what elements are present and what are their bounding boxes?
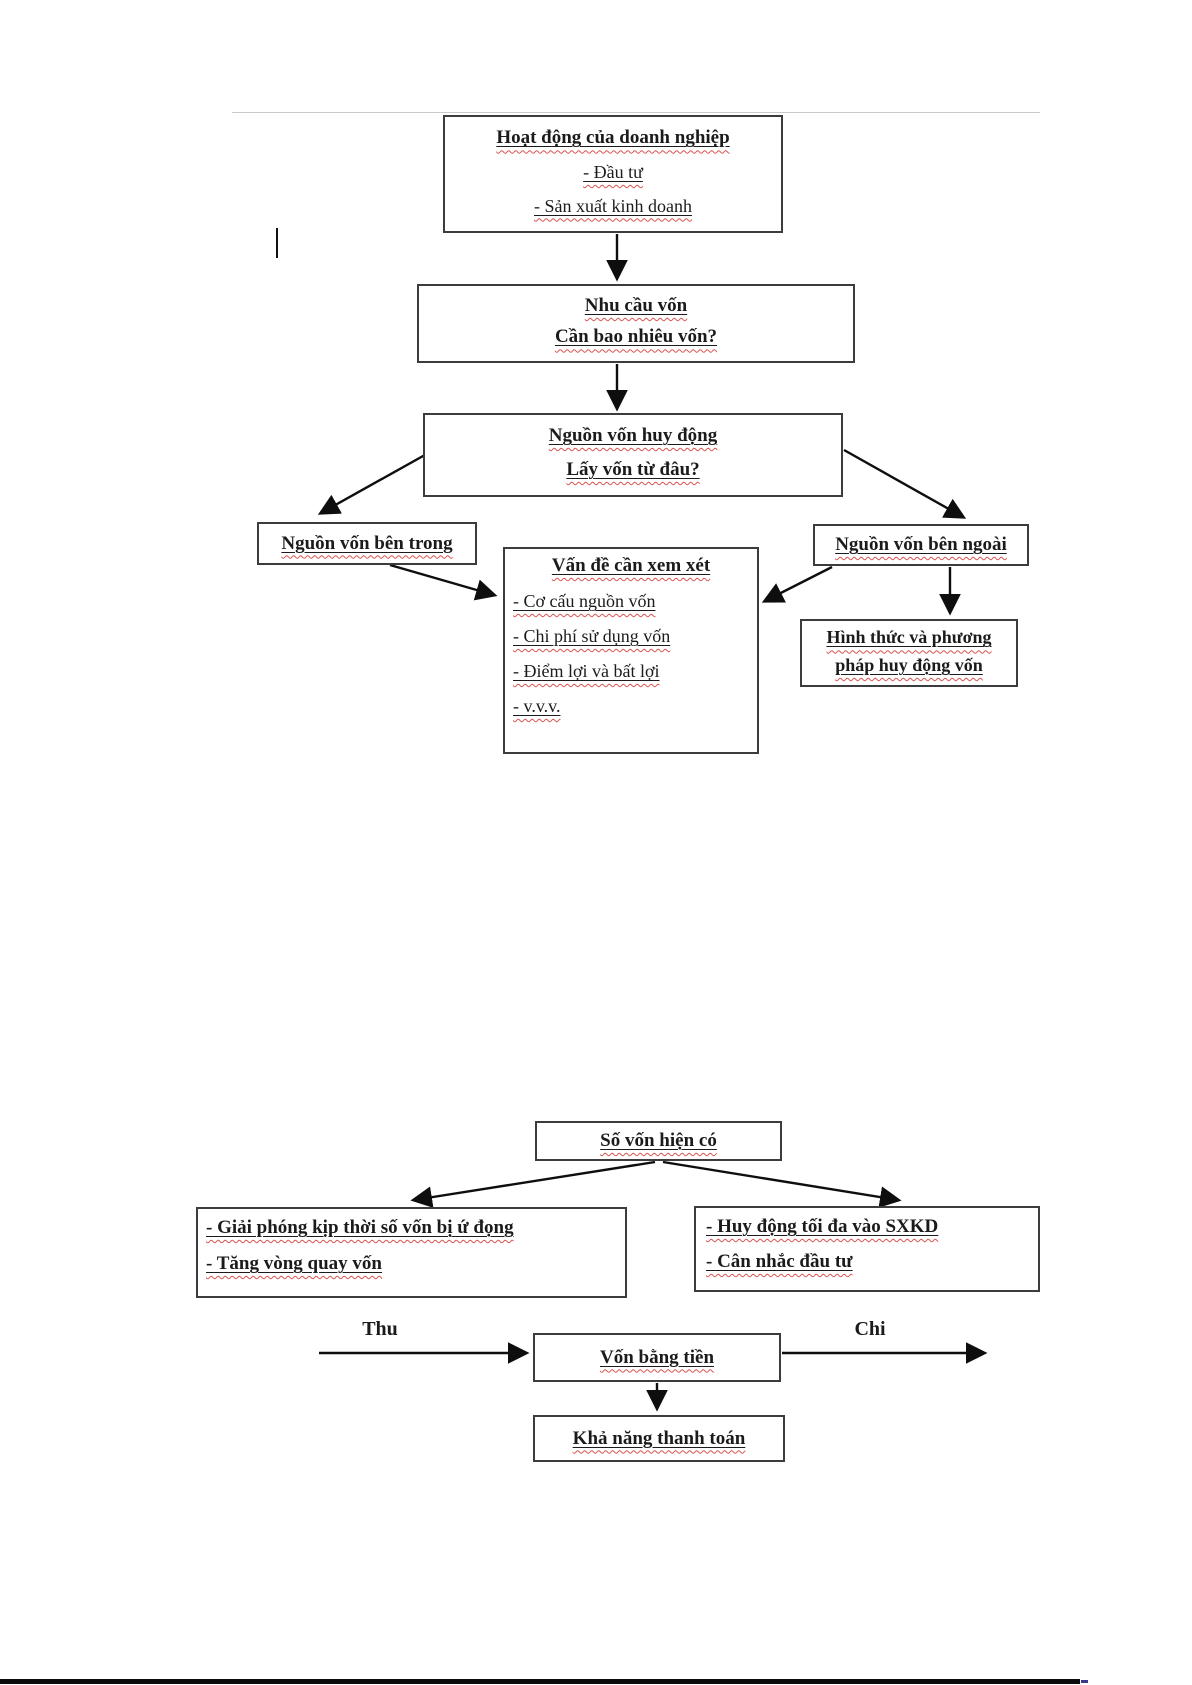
box-liquidity: Khả năng thanh toán <box>533 1415 785 1462</box>
box-cash-capital: Vốn bằng tiền <box>533 1333 781 1382</box>
box-release-capital-item: - Tăng vòng quay vốn <box>206 1253 382 1274</box>
box-mobilization-methods: Hình thức và phương pháp huy động vốn <box>800 619 1018 687</box>
label-outflow: Chi <box>854 1318 886 1340</box>
bottom-edge-bar <box>0 1679 1080 1684</box>
text-cursor <box>276 228 278 258</box>
box-available-capital: Số vốn hiện có <box>535 1121 782 1161</box>
box-capital-source: Nguồn vốn huy động Lấy vốn từ đâu? <box>423 413 843 497</box>
box-capital-need: Nhu cầu vốn Cần bao nhiêu vốn? <box>417 284 855 363</box>
box-external-source: Nguồn vốn bên ngoài <box>813 524 1029 566</box>
box-mobilize-max: - Huy động tối đa vào SXKD - Cân nhắc đầ… <box>694 1206 1040 1292</box>
box-capital-source-title: Nguồn vốn huy động <box>548 425 718 446</box>
box-release-capital-item: - Giải phóng kịp thời số vốn bị ứ đọng <box>206 1217 514 1238</box>
box-issues-item: - Cơ cấu nguồn vốn <box>513 591 656 611</box>
box-capital-need-question: Cần bao nhiêu vốn? <box>554 326 718 348</box>
box-business-activity-item: - Đầu tư <box>583 161 643 182</box>
box-issues-item: - Điểm lợi và bất lợi <box>513 661 660 681</box>
box-external-source-title: Nguồn vốn bên ngoài <box>835 534 1007 555</box>
box-cash-capital-title: Vốn bằng tiền <box>599 1346 715 1368</box>
box-business-activity-item: - Sản xuất kinh doanh <box>534 195 692 216</box>
box-mobilize-max-item: - Huy động tối đa vào SXKD <box>706 1216 939 1237</box>
box-capital-source-question: Lấy vốn từ đâu? <box>566 459 700 480</box>
box-available-capital-title: Số vốn hiện có <box>600 1130 717 1151</box>
arrow-capital-to-mobilize <box>662 1160 902 1208</box>
arrow-source-to-internal <box>317 449 433 515</box>
box-release-capital: - Giải phóng kịp thời số vốn bị ứ đọng -… <box>196 1207 627 1298</box>
box-issues-item: - Chi phí sử dụng vốn <box>513 626 671 646</box>
box-liquidity-title: Khả năng thanh toán <box>572 1427 746 1449</box>
box-internal-source-title: Nguồn vốn bên trong <box>281 532 453 554</box>
box-business-activity: Hoạt động của doanh nghiệp - Đầu tư - Sả… <box>443 115 783 233</box>
box-issues: Vấn đề cần xem xét - Cơ cấu nguồn vốn - … <box>503 547 759 754</box>
box-capital-need-title: Nhu cầu vốn <box>584 294 688 316</box>
box-issues-item: - v.v.v. <box>513 696 561 716</box>
box-mobilize-max-item: - Cân nhắc đầu tư <box>706 1251 853 1272</box>
arrow-capital-to-release <box>410 1160 656 1208</box>
bottom-edge-bar-end <box>1081 1680 1088 1683</box>
arrow-external-to-issues <box>761 565 833 603</box>
box-issues-title: Vấn đề cần xem xét <box>551 555 711 576</box>
box-internal-source: Nguồn vốn bên trong <box>257 522 477 565</box>
box-mobilization-methods-line: Hình thức và phương <box>826 627 992 648</box>
page-top-rule <box>232 112 1040 113</box>
box-mobilization-methods-line: pháp huy động vốn <box>835 654 983 675</box>
arrow-source-to-external <box>843 448 967 519</box>
label-inflow: Thu <box>362 1318 398 1340</box>
arrow-internal-to-issues <box>389 563 498 601</box>
box-business-activity-title: Hoạt động của doanh nghiệp <box>496 127 730 149</box>
